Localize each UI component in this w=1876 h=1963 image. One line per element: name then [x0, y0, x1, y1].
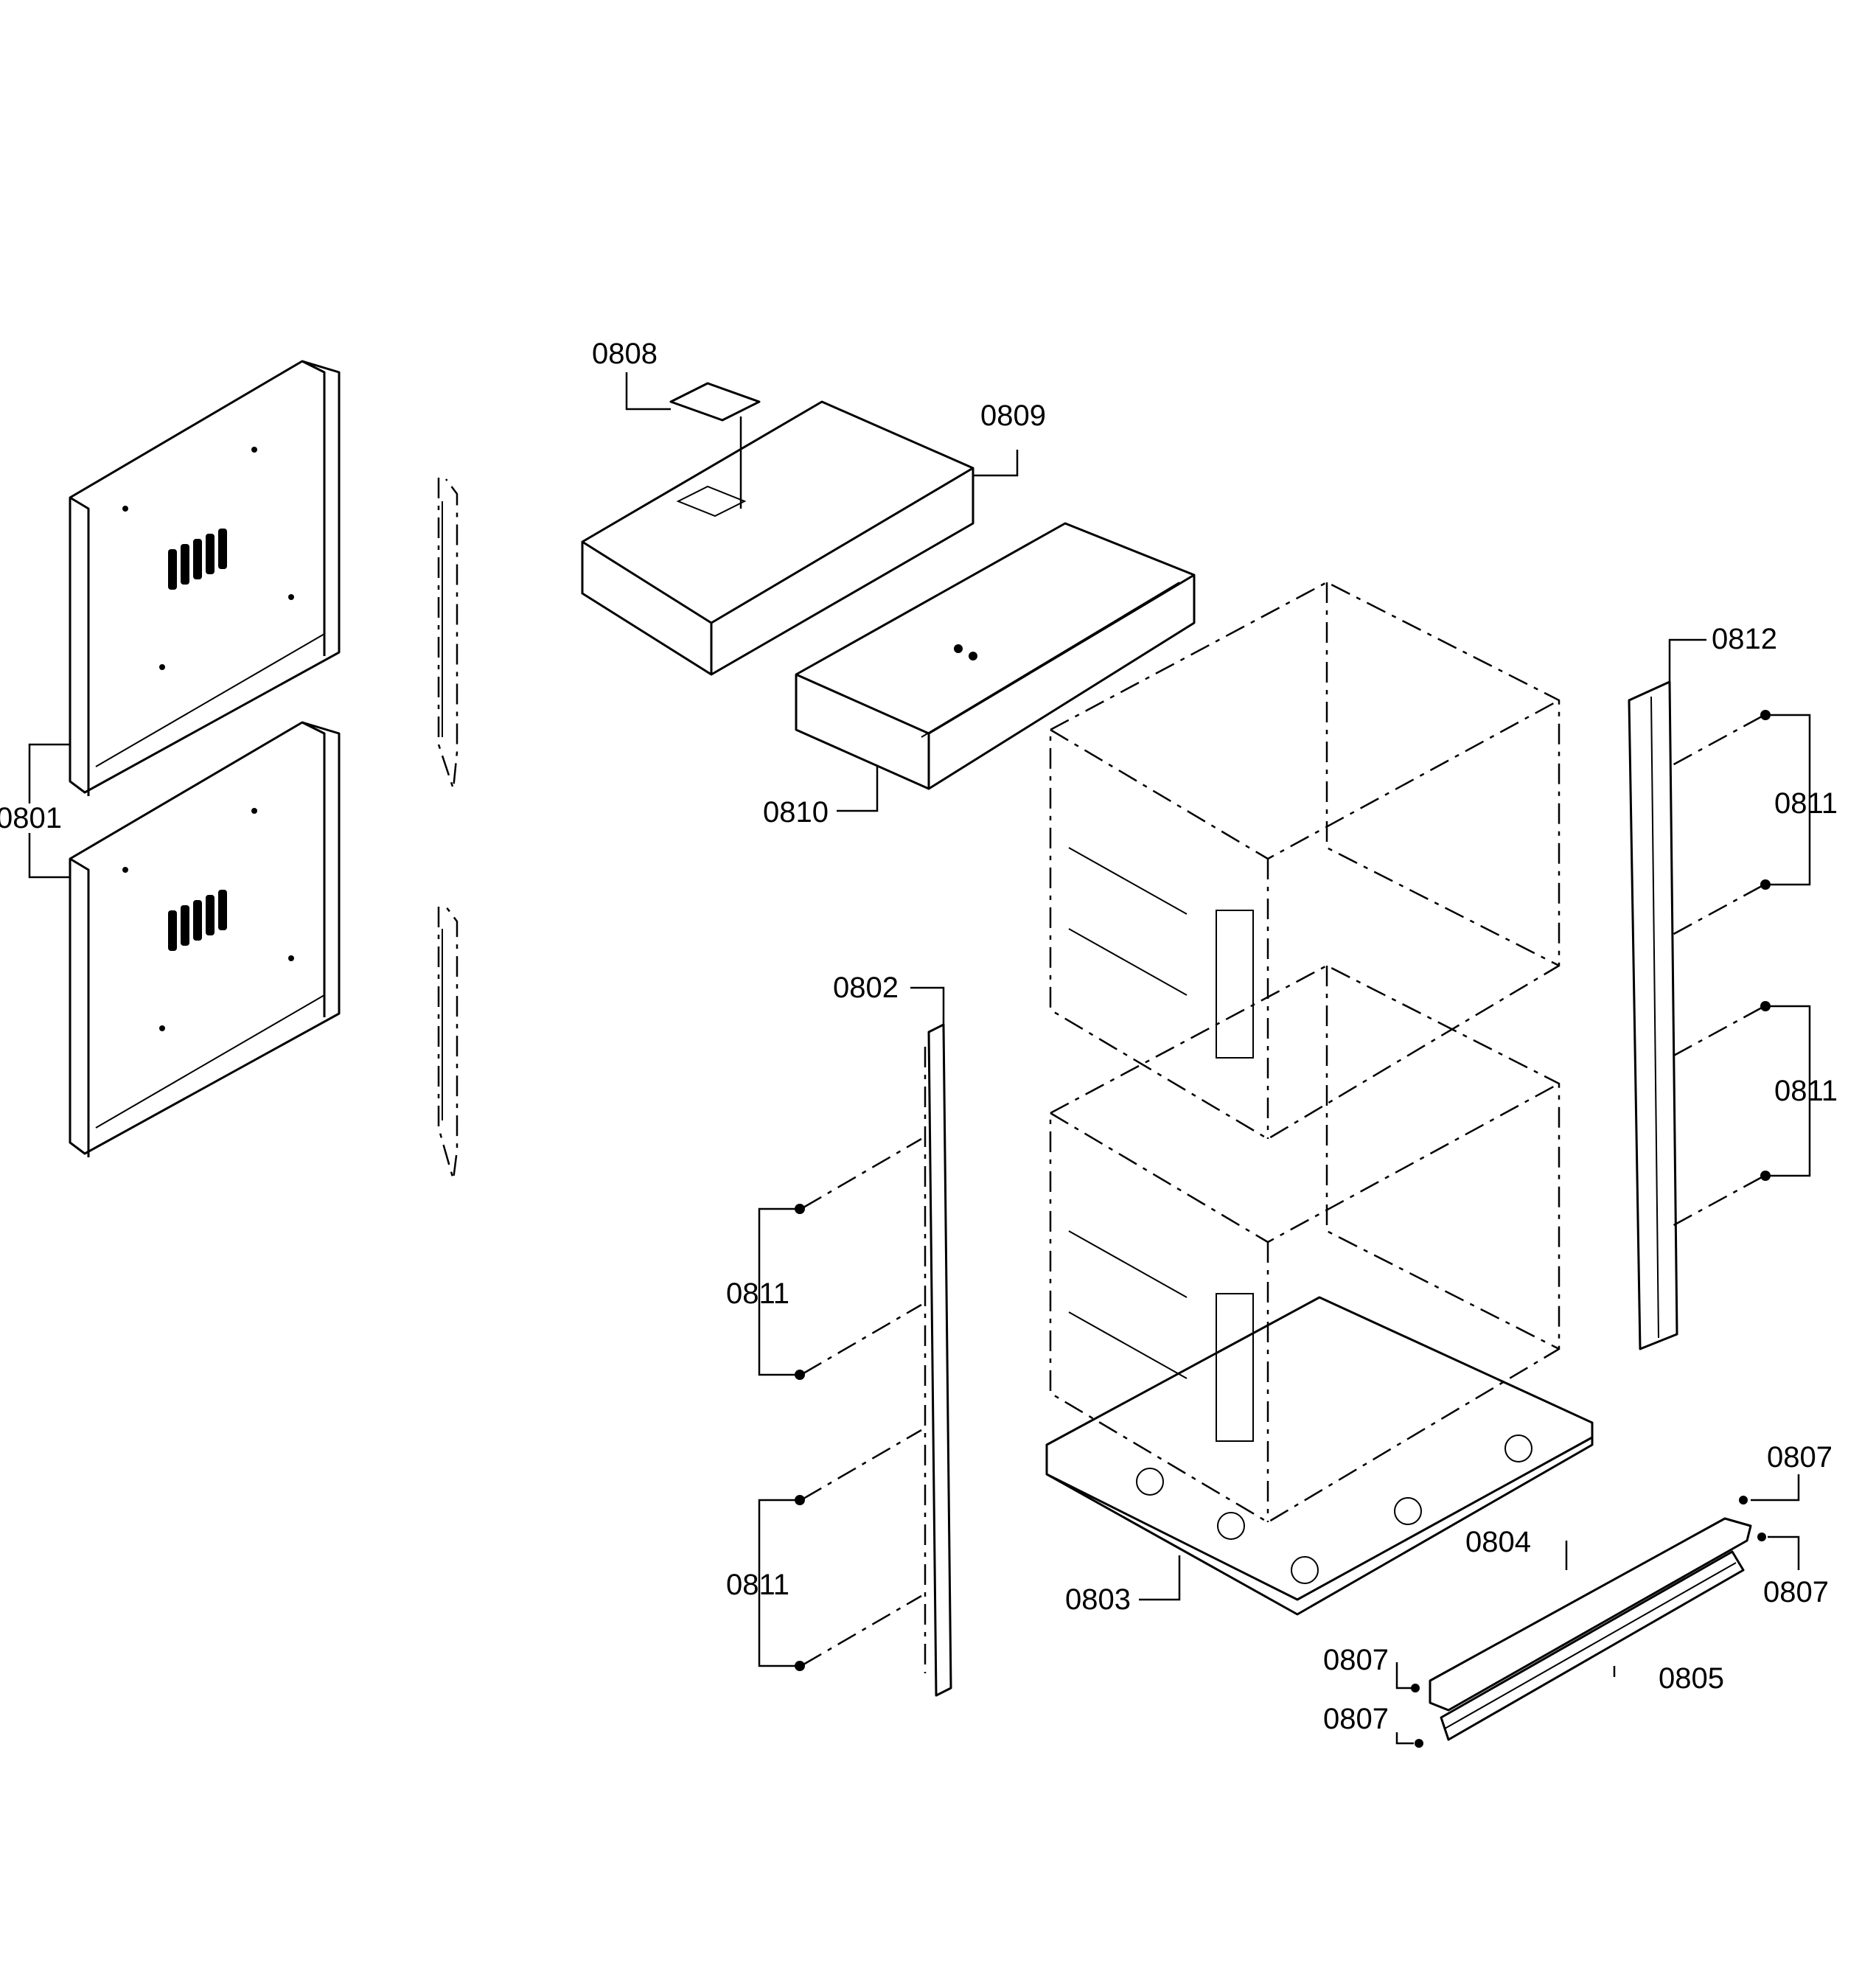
label-0804: 0804	[1465, 1526, 1531, 1558]
front-rail-0812	[1628, 680, 1678, 1350]
side-trim-upper	[437, 478, 458, 789]
label-0811-right-upper: 0811	[1774, 787, 1838, 820]
side-panel-lower	[69, 721, 341, 1157]
label-0803: 0803	[1065, 1583, 1131, 1616]
label-0811-left-upper: 0811	[726, 1277, 789, 1310]
label-0807-right: 0807	[1763, 1576, 1829, 1608]
front-rail-0802	[924, 1023, 952, 1697]
label-0809: 0809	[980, 400, 1046, 432]
front-trim-0804	[1429, 1517, 1752, 1712]
label-0807-left-lower: 0807	[1323, 1703, 1389, 1735]
label-0807-top-right: 0807	[1767, 1441, 1833, 1474]
leader-lines	[28, 372, 1811, 1745]
label-0811-left-lower: 0811	[726, 1569, 789, 1601]
side-trim-lower	[437, 906, 458, 1180]
screws	[795, 710, 1771, 1748]
front-trim-0805	[1440, 1550, 1745, 1741]
label-0807-left-upper: 0807	[1323, 1644, 1389, 1676]
duct-cover-0810	[795, 522, 1196, 790]
oven-base-tray	[1045, 1296, 1594, 1616]
part-labels: 0801 0808 0809 0810 0802 0812 0811 0811 …	[0, 338, 1838, 1735]
label-0801: 0801	[0, 802, 62, 834]
cover-plate-0808	[669, 382, 761, 509]
label-0802: 0802	[833, 972, 899, 1004]
side-panel-upper	[69, 360, 341, 796]
label-0812: 0812	[1712, 623, 1777, 655]
oven-frame-lower-cavity	[1049, 964, 1561, 1524]
oven-frame-upper-cavity	[1049, 581, 1561, 1140]
label-0810: 0810	[763, 796, 829, 829]
top-cover-0809	[581, 400, 974, 676]
label-0805: 0805	[1659, 1662, 1724, 1695]
label-0808: 0808	[592, 338, 658, 370]
label-0811-right-lower: 0811	[1774, 1075, 1838, 1107]
